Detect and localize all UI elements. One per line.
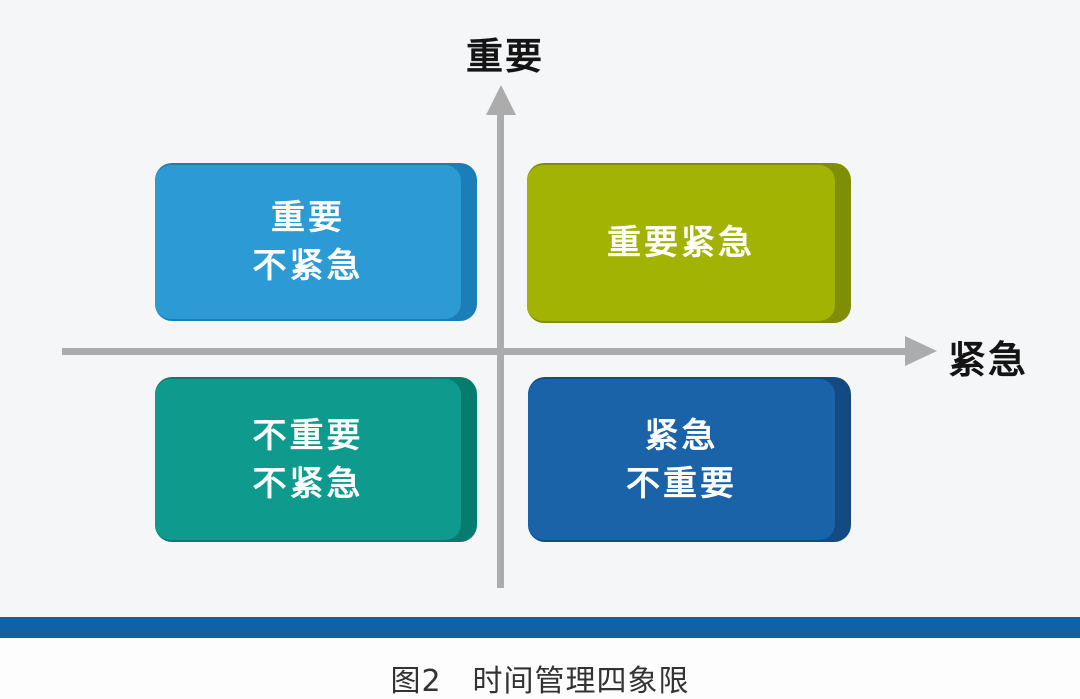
- quadrant-label-line: 不紧急: [252, 246, 364, 286]
- x-axis-line: [62, 348, 907, 355]
- quadrant-important-urgent: 重要紧急: [527, 163, 851, 323]
- quadrant-card-face: 重要紧急: [527, 165, 835, 321]
- quadrant-label-line: 重要紧急: [607, 223, 755, 263]
- y-axis-label: 重要: [466, 35, 544, 78]
- caption-area: [0, 638, 1080, 699]
- quadrant-label-line: 不紧急: [252, 463, 364, 504]
- figure-caption: 图2 时间管理四象限: [390, 664, 690, 699]
- quadrant-label-line: 不重要: [252, 415, 364, 456]
- quadrant-card-face: 重要 不紧急: [155, 165, 461, 319]
- quadrant-label-line: 重要: [271, 198, 345, 238]
- quadrant-label-line: 紧急: [644, 415, 719, 456]
- quadrant-card-face: 不重要 不紧急: [155, 379, 461, 540]
- arrow-right-icon: [905, 336, 937, 366]
- arrow-up-icon: [486, 85, 516, 115]
- quadrant-urgent-not-important: 紧急 不重要: [528, 377, 851, 542]
- divider-bar: [0, 617, 1080, 638]
- quadrant-card-face: 紧急 不重要: [528, 379, 835, 540]
- quadrant-label-line: 不重要: [626, 463, 737, 504]
- quadrant-important-not-urgent: 重要 不紧急: [155, 163, 477, 321]
- quadrant-not-important-not-urgent: 不重要 不紧急: [155, 377, 477, 542]
- x-axis-label: 紧急: [948, 338, 1029, 382]
